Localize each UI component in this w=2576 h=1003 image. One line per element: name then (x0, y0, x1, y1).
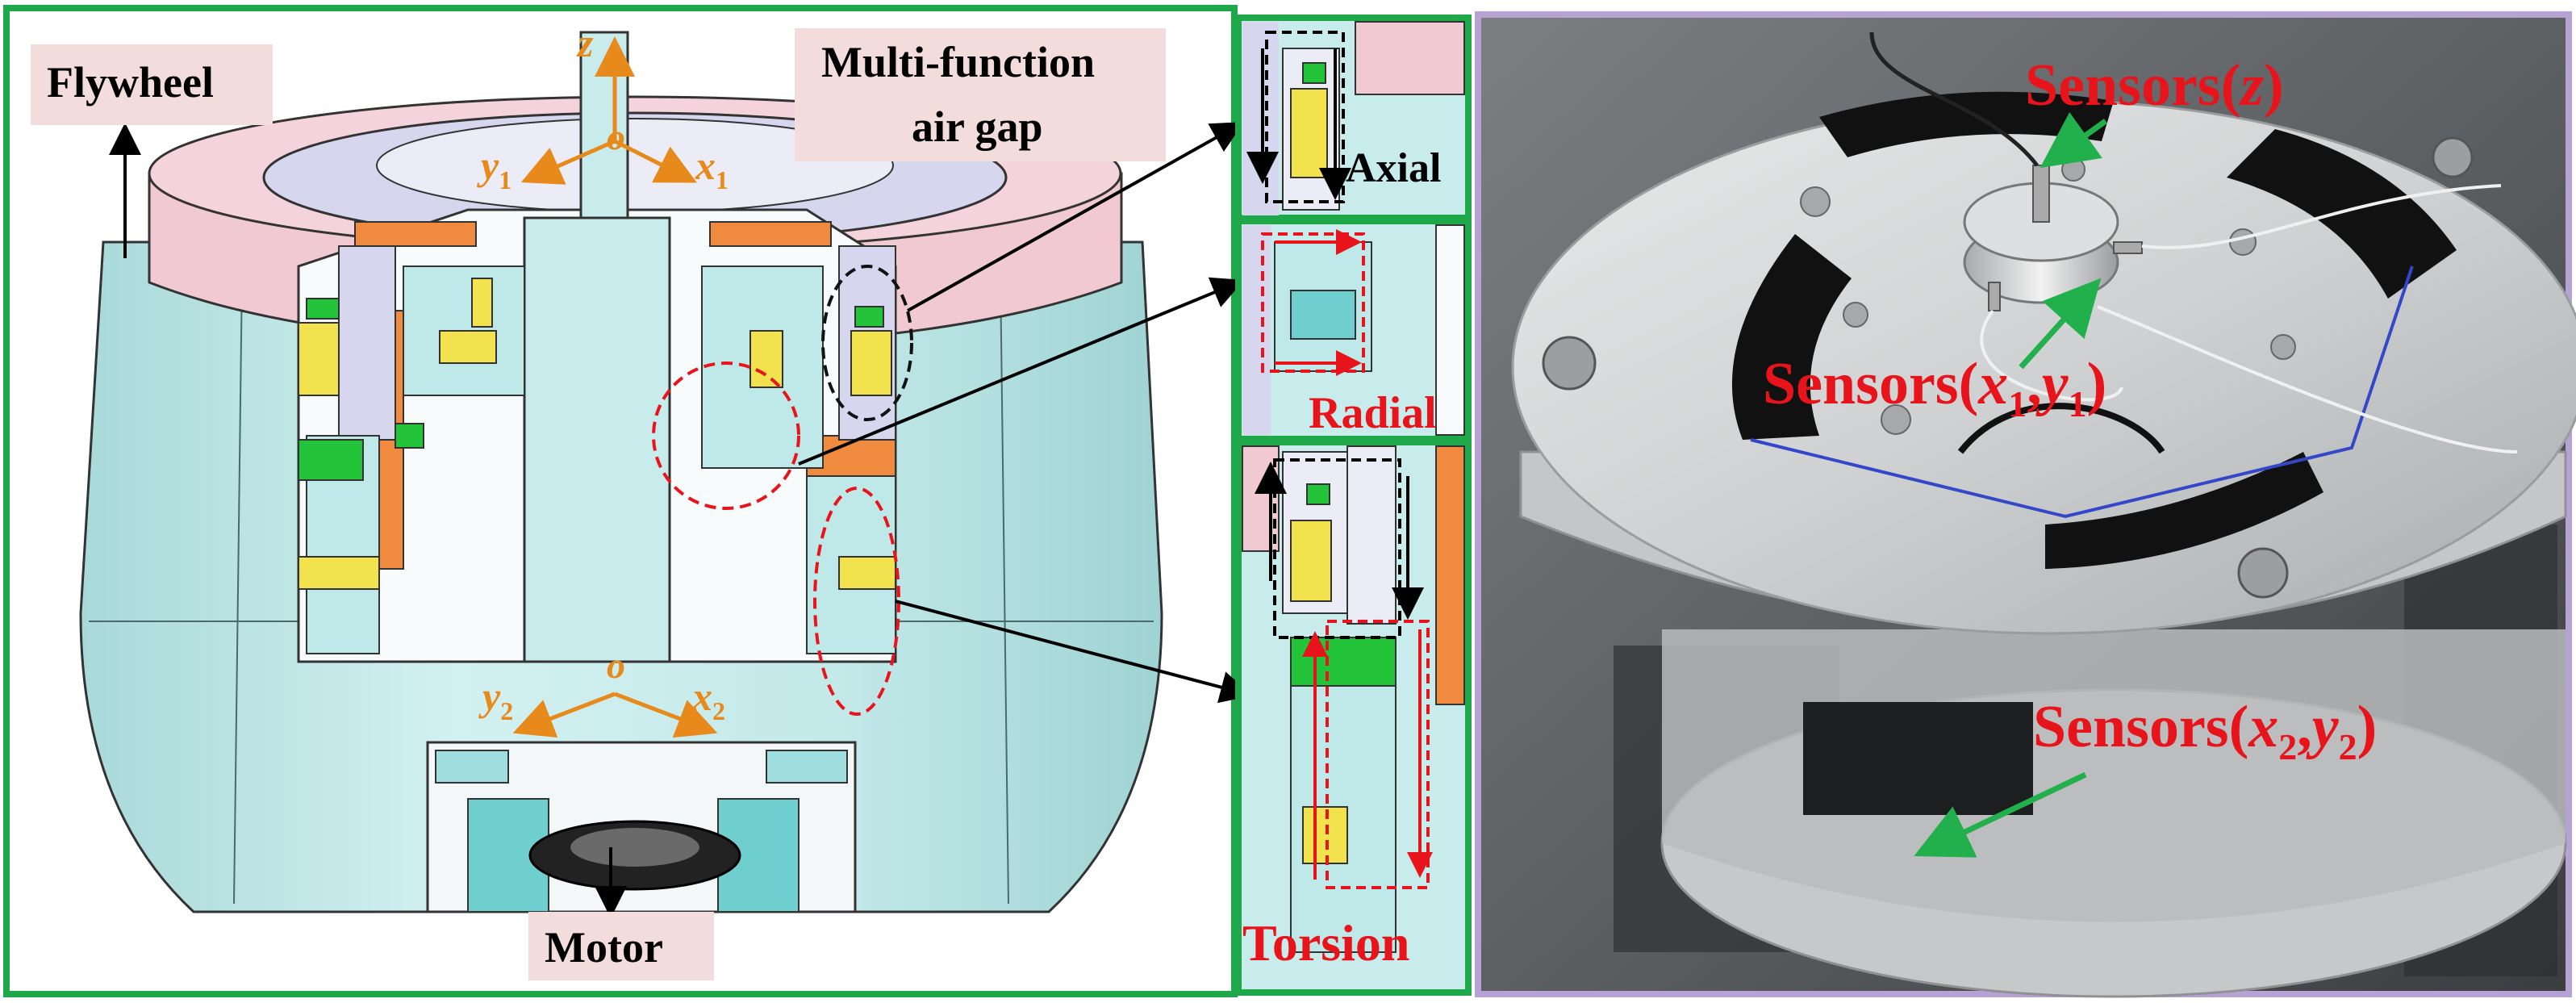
magnet-6 (838, 556, 896, 590)
bolt-3 (2432, 136, 2474, 178)
prototype-photo: Sensors(z) Sensors(x1,y1) Sensors(x2,y2) (1475, 11, 2576, 998)
left-panel-frame (3, 5, 1238, 997)
base-window (1803, 702, 2033, 815)
y1-sub: 1 (499, 165, 511, 194)
magnet-2 (439, 330, 497, 364)
x1-label: x1 (695, 143, 729, 194)
sensor-xy1-label: Sensors(x1,y1) (1763, 351, 2106, 424)
coil-1 (306, 298, 340, 320)
slot-bottom (2045, 452, 2323, 569)
sensor-z-label: Sensors(z) (2025, 52, 2284, 119)
flywheel-label: Flywheel (47, 58, 214, 107)
x2-axis (614, 692, 718, 738)
coil-4 (395, 423, 424, 449)
sensor-xy2-suffix: ) (2357, 694, 2378, 760)
z-label: z (576, 20, 594, 65)
arrow-sensor-xy1 (2019, 278, 2102, 370)
y2-label: y2 (478, 674, 513, 725)
origin-bottom-label: o (607, 645, 625, 686)
x1-var: x (695, 143, 716, 188)
radial-label: Radial (1309, 388, 1437, 438)
inset-radial: Radial (1235, 218, 1472, 442)
blue-marking (1750, 265, 2414, 519)
y1-label: y1 (477, 143, 511, 194)
magnet-7 (298, 556, 380, 590)
bolt-1 (1542, 336, 1597, 391)
y1-axis (520, 139, 616, 185)
sensor-xy2-x: x (2248, 694, 2278, 760)
airgap-label-bg (795, 28, 1166, 161)
magnet-3 (471, 278, 493, 328)
inset-axial: Axial (1235, 15, 1472, 221)
motor-label-bg (528, 912, 714, 980)
x2-label: x2 (691, 674, 725, 725)
motor-rotor-inner (570, 828, 699, 867)
arrow-sensor-xy2 (1914, 771, 2087, 858)
x2-sub: 2 (712, 696, 725, 725)
sensor-xy2-prefix: Sensors( (2033, 694, 2248, 760)
detail-insets: Axial Radial (1235, 15, 1472, 996)
magnet-5 (850, 330, 892, 396)
coil-3 (298, 439, 364, 481)
arrow-to-torsion (895, 600, 1253, 704)
x2-var: x (691, 674, 712, 719)
origin-top-label: o (607, 116, 625, 157)
motor-label: Motor (545, 923, 663, 972)
y1-var: y (477, 143, 499, 188)
sensor-xy2-label: Sensors(x2,y2) (2033, 694, 2377, 767)
sensor-xy2-xsub: 2 (2278, 726, 2297, 767)
coil-2 (854, 306, 884, 328)
sensor-z-prefix: Sensors( (2025, 52, 2240, 119)
shaft-core (523, 216, 671, 663)
bearing-left (435, 750, 509, 784)
sensor-z-suffix: ) (2264, 52, 2284, 119)
sensor-xy1-xsub: 1 (2008, 383, 2027, 424)
orange-ring-right (709, 221, 832, 247)
sensor-xy1-prefix: Sensors( (1763, 351, 1978, 417)
slot-left (1731, 234, 1852, 440)
arrow-to-axial (907, 122, 1244, 312)
airgap-label-line1: Multi-function (821, 38, 1095, 86)
x1-axis (613, 139, 697, 183)
sensor-xy1-x: x (1977, 351, 2008, 417)
sensor-xy1-suffix: ) (2087, 351, 2107, 417)
flywheel-label-bg (31, 44, 273, 125)
sensor-z-var: z (2238, 52, 2264, 119)
magnet-4 (749, 330, 783, 388)
slot-right (2227, 129, 2457, 299)
orange-ring-left (354, 221, 477, 247)
sensor-xy1-ysub: 1 (2069, 383, 2087, 424)
bearing-right (766, 750, 848, 784)
slot-top (1819, 91, 2114, 157)
sensor-xy1-comma: , (2027, 351, 2042, 417)
axial-label: Axial (1346, 145, 1441, 191)
bolt-2 (2237, 547, 2289, 599)
sensor-xy2-comma: , (2297, 694, 2312, 760)
airgap-label-line2: air gap (912, 102, 1043, 151)
y2-var: y (478, 674, 501, 719)
arrow-sensor-z (2040, 111, 2108, 169)
axial-callout (821, 265, 913, 421)
radial-callout (652, 361, 800, 510)
torsion-label: Torsion (1242, 914, 1410, 972)
magnet-1 (298, 322, 340, 396)
sensor-xy2-ysub: 2 (2339, 726, 2357, 767)
cutaway-diagram: Flywheel Multi-function air gap Motor z … (3, 5, 1253, 997)
rotor-left (338, 245, 396, 441)
sensor-z-probe (2032, 165, 2050, 223)
y2-axis (512, 692, 616, 738)
x1-sub: 1 (716, 165, 729, 194)
inset-torsion: Torsion (1235, 439, 1472, 996)
arrow-to-radial (798, 277, 1245, 466)
y2-sub: 2 (500, 696, 513, 725)
